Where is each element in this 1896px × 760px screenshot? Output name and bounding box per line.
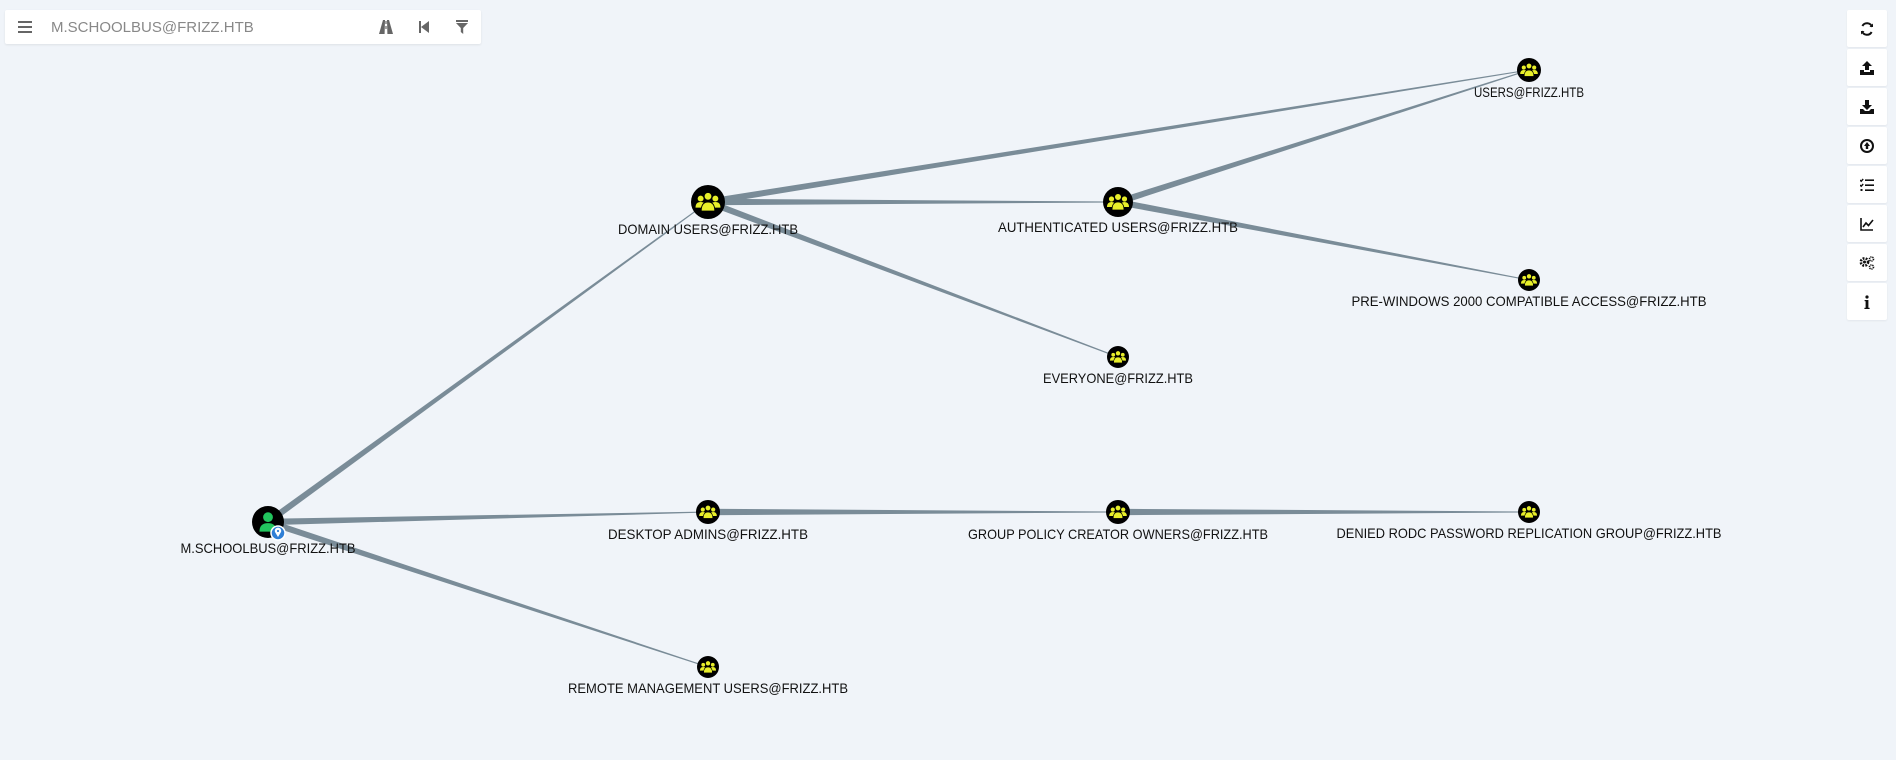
edge-desktop_admins-gpco[interactable] [708, 508, 1118, 516]
edge-auth_users-prewin[interactable] [1117, 198, 1530, 281]
edge-schoolbus-desktop_admins[interactable] [267, 511, 709, 526]
group-icon [1520, 505, 1538, 519]
refresh-icon[interactable] [1847, 10, 1887, 47]
node-label: EVERYONE@FRIZZ.HTB [1043, 370, 1193, 386]
import-circle-icon[interactable] [1847, 127, 1887, 164]
node-label: DOMAIN USERS@FRIZZ.HTB [618, 221, 798, 237]
download-icon[interactable] [1847, 88, 1887, 125]
node-gpco[interactable]: GROUP POLICY CREATOR OWNERS@FRIZZ.HTB [968, 500, 1268, 542]
group-icon [1109, 350, 1127, 364]
edge-domain_users-users[interactable] [707, 69, 1530, 206]
edge-domain_users-auth_users[interactable] [708, 198, 1118, 206]
node-label: PRE-WINDOWS 2000 COMPATIBLE ACCESS@FRIZZ… [1352, 293, 1707, 309]
node-prewin[interactable]: PRE-WINDOWS 2000 COMPATIBLE ACCESS@FRIZZ… [1352, 269, 1707, 309]
node-label: USERS@FRIZZ.HTB [1474, 84, 1584, 100]
owned-badge-icon [270, 525, 286, 541]
node-label: M.SCHOOLBUS@FRIZZ.HTB [181, 540, 356, 556]
node-label: GROUP POLICY CREATOR OWNERS@FRIZZ.HTB [968, 526, 1268, 542]
node-everyone[interactable]: EVERYONE@FRIZZ.HTB [1043, 346, 1193, 386]
group-icon [699, 504, 717, 519]
right-toolbar [1847, 10, 1887, 320]
node-auth-users[interactable]: AUTHENTICATED USERS@FRIZZ.HTB [998, 187, 1238, 235]
edge-auth_users-users[interactable] [1117, 69, 1530, 206]
node-label: REMOTE MANAGEMENT USERS@FRIZZ.HTB [568, 680, 848, 696]
node-users[interactable]: USERS@FRIZZ.HTB [1474, 58, 1584, 100]
step-backward-icon[interactable] [405, 10, 443, 44]
node-remote-mgmt[interactable]: REMOTE MANAGEMENT USERS@FRIZZ.HTB [568, 656, 848, 696]
info-icon[interactable] [1847, 283, 1887, 320]
node-denied-rodc[interactable]: DENIED RODC PASSWORD REPLICATION GROUP@F… [1337, 501, 1722, 541]
cogs-icon[interactable] [1847, 244, 1887, 281]
search-input[interactable] [45, 12, 367, 42]
group-icon [1107, 193, 1129, 211]
road-icon[interactable] [367, 10, 405, 44]
node-label: DESKTOP ADMINS@FRIZZ.HTB [608, 526, 808, 542]
upload-icon[interactable] [1847, 49, 1887, 86]
group-icon [699, 660, 717, 674]
node-label: AUTHENTICATED USERS@FRIZZ.HTB [998, 219, 1238, 235]
tasks-list-icon[interactable] [1847, 166, 1887, 203]
node-desktop-admins[interactable]: DESKTOP ADMINS@FRIZZ.HTB [608, 500, 808, 542]
search-bar [5, 10, 481, 44]
edge-gpco-denied_rodc[interactable] [1118, 508, 1529, 516]
node-schoolbus[interactable]: M.SCHOOLBUS@FRIZZ.HTB [181, 506, 356, 556]
node-domain-users[interactable]: DOMAIN USERS@FRIZZ.HTB [618, 185, 798, 237]
edge-schoolbus-domain_users[interactable] [266, 201, 709, 525]
group-icon [1520, 62, 1538, 77]
filter-icon[interactable] [443, 10, 481, 44]
group-icon [1109, 504, 1127, 519]
group-icon [695, 192, 721, 212]
hamburger-menu-icon[interactable] [5, 10, 45, 44]
edge-schoolbus-remote_mgmt[interactable] [266, 518, 709, 668]
group-icon [1520, 273, 1538, 287]
edge-domain_users-everyone[interactable] [706, 199, 1119, 358]
node-label: DENIED RODC PASSWORD REPLICATION GROUP@F… [1337, 525, 1722, 541]
chart-line-icon[interactable] [1847, 205, 1887, 242]
